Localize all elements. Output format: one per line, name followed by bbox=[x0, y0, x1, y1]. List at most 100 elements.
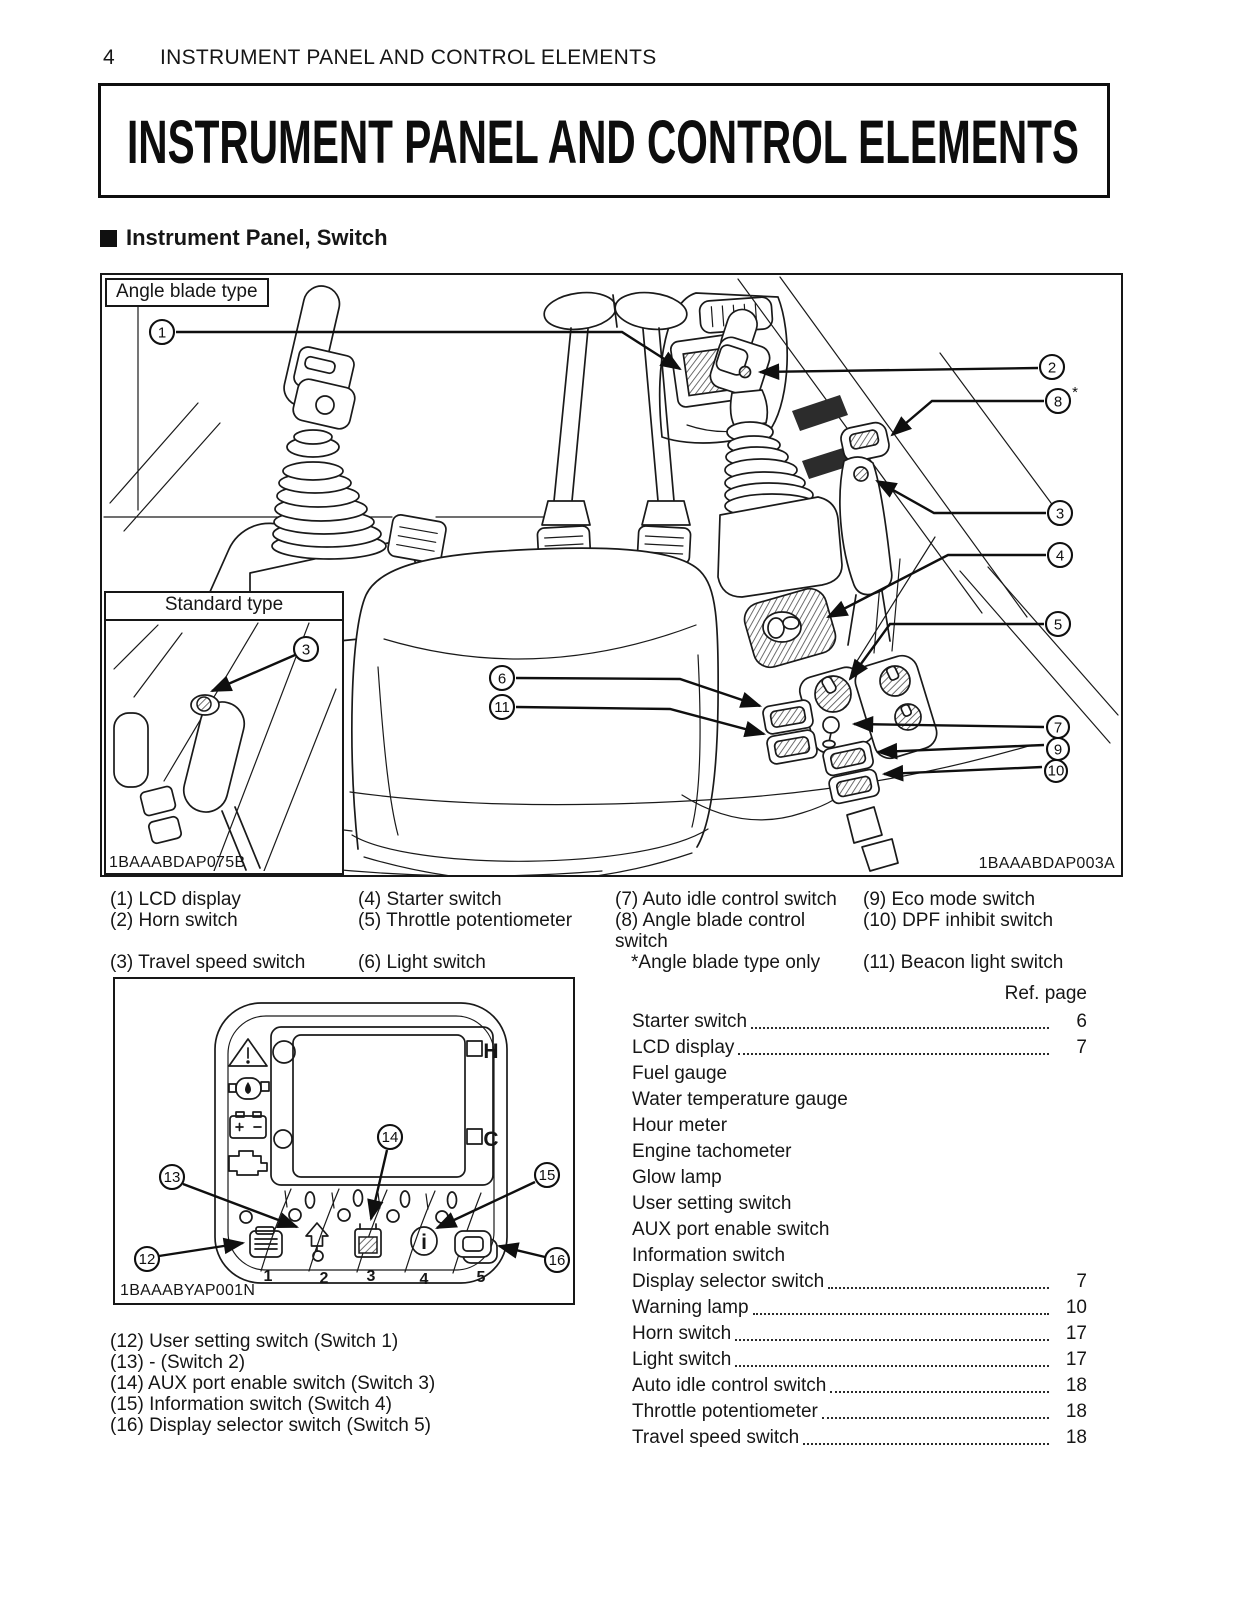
chapter-title-box: INSTRUMENT PANEL AND CONTROL ELEMENTS bbox=[98, 83, 1110, 198]
callout-4: 4 bbox=[1046, 541, 1074, 569]
callout-12: 12 bbox=[133, 1245, 161, 1273]
rocker-switches bbox=[762, 699, 880, 805]
dotted-leader bbox=[830, 1373, 1049, 1393]
angle-blade-lever bbox=[839, 421, 893, 646]
legend-item: (12) User setting switch (Switch 1) bbox=[110, 1331, 399, 1352]
right-joystick bbox=[709, 308, 843, 598]
legend-item: (1) LCD display bbox=[110, 889, 241, 910]
standard-type-label: Standard type bbox=[106, 593, 342, 621]
dotted-leader bbox=[803, 1425, 1049, 1445]
raise-hook-switch-icon bbox=[305, 1222, 329, 1262]
ref-row: User setting switch bbox=[632, 1193, 792, 1214]
reference-page-list: Ref. page Starter switch 6 LCD display 7… bbox=[632, 983, 1087, 1451]
svg-text:14: 14 bbox=[382, 1129, 399, 1146]
cab-line-drawing: 1 2 8 * 3 4 5 6 11 7 9 10 bbox=[103, 276, 1119, 875]
starter-switch bbox=[743, 587, 837, 669]
user-setting-switch-icon bbox=[249, 1226, 283, 1258]
gauge-cold-label: C bbox=[483, 1128, 498, 1151]
switch-number-3: 3 bbox=[367, 1268, 376, 1285]
ref-row: Warning lamp 10 bbox=[632, 1295, 1087, 1318]
dotted-leader bbox=[751, 1009, 1049, 1029]
operator-seat bbox=[351, 547, 720, 875]
callout-7: 7 bbox=[1045, 714, 1071, 740]
switch-number-1: 1 bbox=[264, 1268, 273, 1285]
dotted-leader bbox=[738, 1035, 1049, 1055]
asterisk-note: * bbox=[1072, 384, 1078, 401]
callout-9: 9 bbox=[1045, 736, 1071, 762]
svg-text:i: i bbox=[421, 1231, 427, 1254]
standard-lever-drawing: 3 bbox=[113, 622, 337, 871]
panel-bezel: H C bbox=[214, 1002, 508, 1284]
legend-item: (11) Beacon light switch bbox=[863, 952, 1064, 973]
chapter-title: INSTRUMENT PANEL AND CONTROL ELEMENTS bbox=[127, 108, 1079, 176]
legend-item: (15) Information switch (Switch 4) bbox=[110, 1394, 392, 1415]
running-header: INSTRUMENT PANEL AND CONTROL ELEMENTS bbox=[160, 46, 657, 69]
information-switch-icon: i bbox=[410, 1226, 438, 1256]
ref-row: Engine tachometer bbox=[632, 1141, 792, 1162]
svg-text:16: 16 bbox=[549, 1252, 566, 1269]
callout-10: 10 bbox=[1043, 758, 1069, 784]
callout-3: 3 bbox=[1046, 499, 1074, 527]
ref-row: Information switch bbox=[632, 1245, 786, 1266]
callout-8: 8 * bbox=[1044, 384, 1078, 415]
figure-code-right: 1BAAABDAP003A bbox=[978, 855, 1115, 872]
dotted-leader bbox=[828, 1269, 1049, 1289]
ref-row: Throttle potentiometer 18 bbox=[632, 1399, 1087, 1422]
ref-row: Glow lamp bbox=[632, 1167, 722, 1188]
ref-row: Water temperature gauge bbox=[632, 1089, 848, 1110]
svg-text:11: 11 bbox=[494, 699, 510, 716]
display-selector-switch-icon bbox=[454, 1230, 498, 1264]
svg-text:13: 13 bbox=[164, 1169, 181, 1186]
section-square-icon bbox=[100, 229, 117, 247]
ref-row: Travel speed switch 18 bbox=[632, 1425, 1087, 1448]
dotted-leader bbox=[752, 1295, 1049, 1315]
ref-page-header: Ref. page bbox=[1004, 983, 1087, 1004]
svg-text:9: 9 bbox=[1054, 742, 1062, 759]
svg-text:5: 5 bbox=[1054, 617, 1062, 634]
callout-16: 16 bbox=[543, 1246, 571, 1274]
callout-leaders bbox=[158, 1149, 546, 1259]
figure2-legend: (12) User setting switch (Switch 1) (13)… bbox=[110, 1331, 435, 1436]
dotted-leader bbox=[821, 1399, 1049, 1419]
dotted-leader bbox=[735, 1321, 1049, 1341]
section-heading: Instrument Panel, Switch bbox=[100, 225, 388, 251]
gauge-hot-mark bbox=[466, 1040, 483, 1057]
legend-item: (5) Throttle potentiometer bbox=[358, 910, 573, 931]
ref-row: AUX port enable switch bbox=[632, 1219, 830, 1240]
ref-row: LCD display 7 bbox=[632, 1035, 1087, 1058]
travel-speed-switch-standard bbox=[196, 696, 212, 712]
callout-leaders bbox=[176, 330, 1046, 782]
legend-item: (3) Travel speed switch bbox=[110, 952, 306, 973]
chapter-title-svg: INSTRUMENT PANEL AND CONTROL ELEMENTS bbox=[127, 108, 1079, 176]
svg-text:3: 3 bbox=[302, 642, 310, 659]
legend-item: (8) Angle blade control switch bbox=[615, 910, 806, 952]
callout-11: 11 bbox=[488, 693, 516, 721]
switch-number-4: 4 bbox=[420, 1271, 429, 1288]
dpf-inhibit-switch bbox=[835, 775, 873, 798]
svg-text:6: 6 bbox=[498, 671, 506, 688]
legend-item: (14) AUX port enable switch (Switch 3) bbox=[110, 1373, 436, 1394]
beacon-light-switch bbox=[773, 736, 811, 758]
callout-2: 2 bbox=[1038, 353, 1066, 381]
page-number: 4 bbox=[103, 46, 115, 69]
floor-lines bbox=[161, 744, 1033, 875]
svg-text:10: 10 bbox=[1048, 763, 1065, 780]
engine-emission-icon bbox=[228, 1150, 268, 1176]
callout-1: 1 bbox=[148, 318, 176, 346]
callout-6: 6 bbox=[488, 664, 516, 692]
svg-text:4: 4 bbox=[1056, 548, 1064, 565]
switch-number-5: 5 bbox=[477, 1269, 486, 1286]
gauge-hot-label: H bbox=[483, 1040, 498, 1063]
eco-mode-switch bbox=[829, 747, 867, 770]
switch-row: i 1 2 3 4 5 bbox=[239, 1188, 498, 1288]
svg-text:3: 3 bbox=[1056, 506, 1064, 523]
legend-item: (10) DPF inhibit switch bbox=[863, 910, 1054, 931]
svg-text:7: 7 bbox=[1054, 720, 1062, 737]
dotted-leader bbox=[735, 1347, 1049, 1367]
section-heading-label: Instrument Panel, Switch bbox=[126, 225, 388, 250]
figure-code-left: 1BAAABDAP075B bbox=[109, 854, 246, 871]
switch-number-2: 2 bbox=[320, 1270, 329, 1287]
standard-type-inset: Standard type 3 1BAAABDAP075B bbox=[104, 591, 344, 875]
gauge-cold-mark bbox=[466, 1128, 483, 1145]
